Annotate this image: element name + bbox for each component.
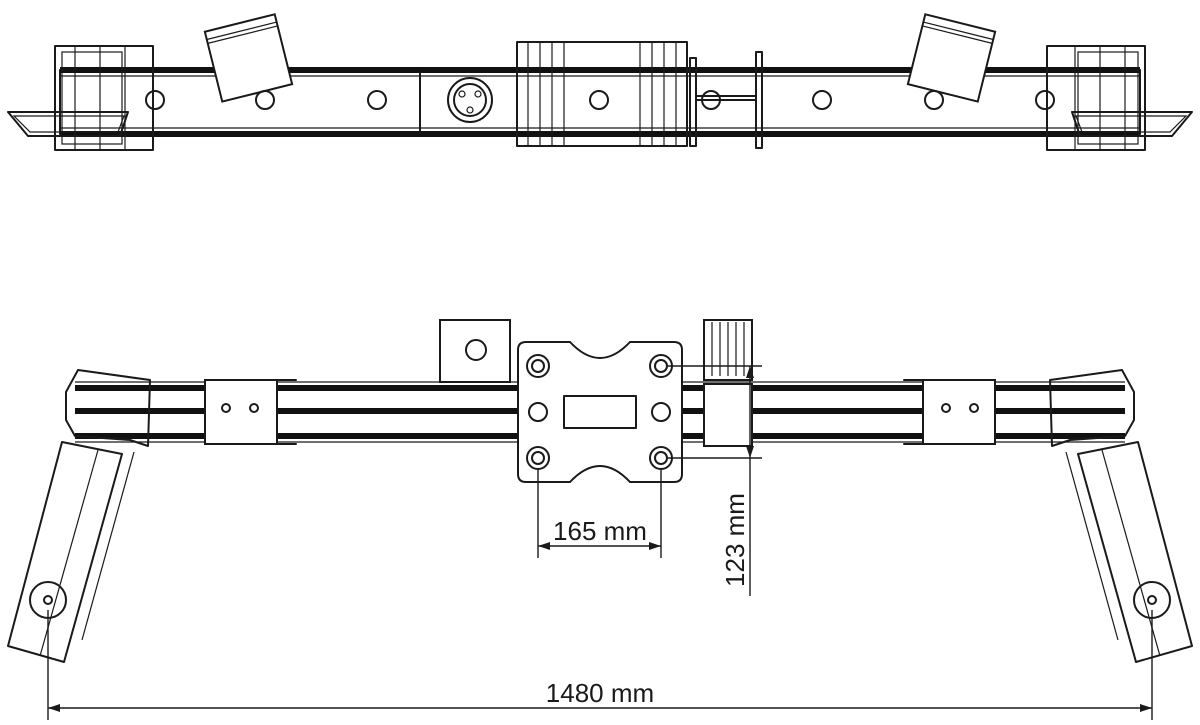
front-view-cable-gland (703, 319, 753, 447)
top-view-holes (145, 90, 1055, 110)
dimension-1480-label: 1480 mm (546, 678, 654, 708)
top-view-left-end-bracket (7, 45, 154, 151)
top-view-right-lamp-head (906, 13, 997, 103)
dimension-165-label: 165 mm (553, 516, 647, 546)
front-view-right-sliding-block (903, 379, 996, 445)
front-view-left-sliding-block (204, 379, 297, 445)
front-view-clamp-plate (517, 341, 683, 483)
dimension-1480: 1480 mm (47, 610, 1153, 720)
front-view-mounting-plate (439, 319, 511, 383)
top-view-left-lamp-head (203, 13, 294, 103)
top-view-right-end-bracket (1046, 45, 1193, 151)
dimension-123: 123 mm (668, 365, 762, 596)
top-view (7, 13, 1193, 151)
front-view: 165 mm 123 mm 1480 mm (7, 319, 1193, 720)
top-view-center-clamp (516, 41, 763, 149)
dimension-165: 165 mm (537, 470, 662, 558)
dimension-123-label: 123 mm (720, 493, 750, 587)
top-view-connector-socket (419, 71, 518, 133)
